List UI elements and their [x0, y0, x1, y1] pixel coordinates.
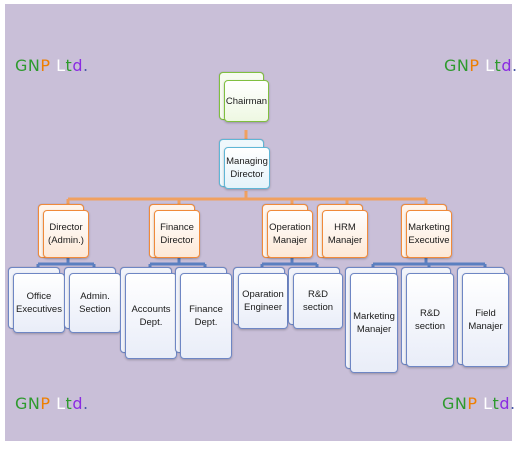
watermark-letter: G	[15, 56, 28, 75]
watermark-letter: .	[511, 56, 518, 75]
watermark-letter: P	[469, 56, 480, 75]
org-chart-canvas: GNP Ltd. GNP Ltd. GNP Ltd. GNP Ltd. Chai…	[5, 4, 517, 441]
watermark-letter: t	[65, 394, 73, 413]
watermark-letter: .	[82, 394, 89, 413]
watermark-letter: N	[456, 56, 470, 75]
watermark-letter: G	[442, 394, 455, 413]
connector-finance-children	[148, 256, 207, 273]
node-label: Admin. Section	[79, 291, 111, 315]
watermark-bottom-right: GNP Ltd.	[442, 394, 516, 413]
node-label: R&D section	[302, 289, 334, 313]
watermark-bottom-left: GNP Ltd.	[15, 394, 89, 413]
watermark-letter: d	[72, 56, 83, 75]
node-label: Accounts Dept.	[131, 304, 171, 328]
watermark-top-left: GNP Ltd.	[15, 56, 89, 75]
watermark-letter: G	[15, 394, 28, 413]
node-label: Chairman	[225, 95, 268, 107]
connector-md-bus	[68, 191, 426, 201]
node-label: Managing Director	[226, 156, 268, 180]
watermark-letter: N	[27, 394, 41, 413]
node-label: R&D section	[414, 308, 446, 332]
watermark-letter: N	[454, 394, 468, 413]
watermark-letter: P	[40, 56, 51, 75]
watermark-letter: d	[501, 56, 512, 75]
watermark-letter: L	[56, 56, 66, 75]
watermark-top-right: GNP Ltd.	[444, 56, 518, 75]
watermark-letter: P	[40, 394, 51, 413]
watermark-letter: d	[72, 394, 83, 413]
watermark-letter: L	[485, 56, 495, 75]
watermark-letter: t	[494, 56, 502, 75]
watermark-letter: L	[483, 394, 493, 413]
node-label: Operation Manajer	[269, 222, 311, 246]
node-label: Finance Dept.	[189, 304, 223, 328]
node-label: Marketing Manajer	[353, 311, 395, 335]
node-label: HRM Manajer	[327, 222, 363, 246]
watermark-letter: N	[27, 56, 41, 75]
watermark-letter: .	[509, 394, 516, 413]
node-label: Field Manajer	[468, 308, 503, 332]
connector-admin-children	[36, 256, 96, 273]
node-label: Oparation Engineer	[242, 289, 284, 313]
connector-ops-children	[260, 256, 319, 273]
watermark-letter: P	[467, 394, 478, 413]
watermark-letter: G	[444, 56, 457, 75]
watermark-letter: d	[499, 394, 510, 413]
watermark-letter: .	[82, 56, 89, 75]
node-label: Director (Admin.)	[48, 222, 84, 246]
node-label: Marketing Executive	[408, 222, 450, 246]
watermark-letter: L	[56, 394, 66, 413]
watermark-letter: t	[492, 394, 500, 413]
node-label: Finance Director	[160, 222, 194, 246]
node-label: Office Executives	[16, 291, 62, 315]
watermark-letter: t	[65, 56, 73, 75]
